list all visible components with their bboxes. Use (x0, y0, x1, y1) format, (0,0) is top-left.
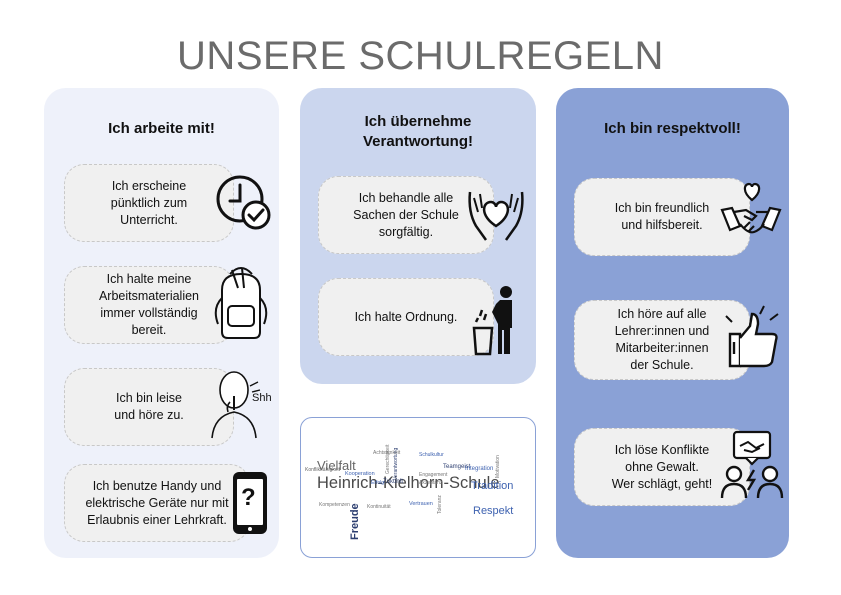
phone-question-icon: ? (230, 470, 270, 536)
word-cloud-word: Erfolg (371, 480, 385, 486)
rule-card: Ich erscheine pünktlich zum Unterricht. (64, 164, 234, 242)
word-cloud-word: Gerechtigkeit (385, 444, 391, 474)
word-cloud-word: Tradition (471, 480, 514, 492)
hands-heart-icon (464, 182, 528, 246)
column-heading: Ich bin respektvoll! (604, 120, 741, 137)
word-cloud-word: Heinrich-Kielhorn-Schule (317, 474, 500, 492)
phone-question-mark: ? (241, 484, 256, 511)
shh-label: Shh (252, 392, 272, 404)
word-cloud-word: Motivation (495, 455, 501, 478)
word-cloud-word: Kooperation (345, 471, 375, 477)
conflict-people-icon (720, 430, 784, 500)
shh-person-icon: Shh (208, 366, 276, 440)
word-cloud-word: Schulkultur (419, 452, 444, 458)
rule-card: Ich bin leise und höre zu. (64, 368, 234, 446)
rule-card: Ich bin freundlich und hilfsbereit. (574, 178, 750, 256)
word-cloud: Heinrich-Kielhorn-Schule Vielfalt Tradit… (300, 417, 536, 558)
word-cloud-word: Vertrauen (409, 501, 433, 507)
page-title: UNSERE SCHULREGELN (177, 34, 664, 78)
word-cloud-word: Akzeptanz (419, 480, 443, 486)
column-heading: Ich übernehme Verantwortung! (362, 113, 473, 150)
rule-card: Ich behandle alle Sachen der Schule sorg… (318, 176, 494, 254)
word-cloud-word: Respekt (473, 505, 514, 517)
word-cloud-word: Kontinuität (367, 504, 391, 510)
word-cloud-word: Engagement (419, 472, 448, 478)
thumbs-up-icon (724, 304, 784, 374)
rule-card: Ich höre auf alle Lehrer:innen und Mitar… (574, 300, 750, 380)
word-cloud-word: Teamgeist (443, 464, 471, 470)
backpack-icon (208, 262, 274, 342)
clock-check-icon (214, 171, 272, 231)
word-cloud-word: Toleranz (437, 495, 443, 514)
word-cloud-word: Zukunft (383, 479, 404, 485)
word-cloud-word: Freude (349, 503, 361, 540)
word-cloud-word: Konfliktfähigkeit (305, 467, 341, 473)
trash-bin-icon (470, 284, 524, 356)
word-cloud-word: Achtsamkeit (373, 450, 401, 456)
word-cloud-word: Integration (465, 466, 494, 472)
rule-card: Ich benutze Handy und elektrische Geräte… (64, 464, 250, 542)
word-cloud-word: Kompetenzen (319, 502, 350, 508)
word-cloud-word: Vielfalt (317, 458, 356, 473)
rule-card: Ich halte Ordnung. (318, 278, 494, 356)
rule-card: Ich halte meine Arbeitsmaterialien immer… (64, 266, 234, 344)
rule-card: Ich löse Konflikte ohne Gewalt. Wer schl… (574, 428, 750, 506)
handshake-heart-icon (720, 180, 782, 244)
column-heading: Ich arbeite mit! (108, 120, 215, 137)
